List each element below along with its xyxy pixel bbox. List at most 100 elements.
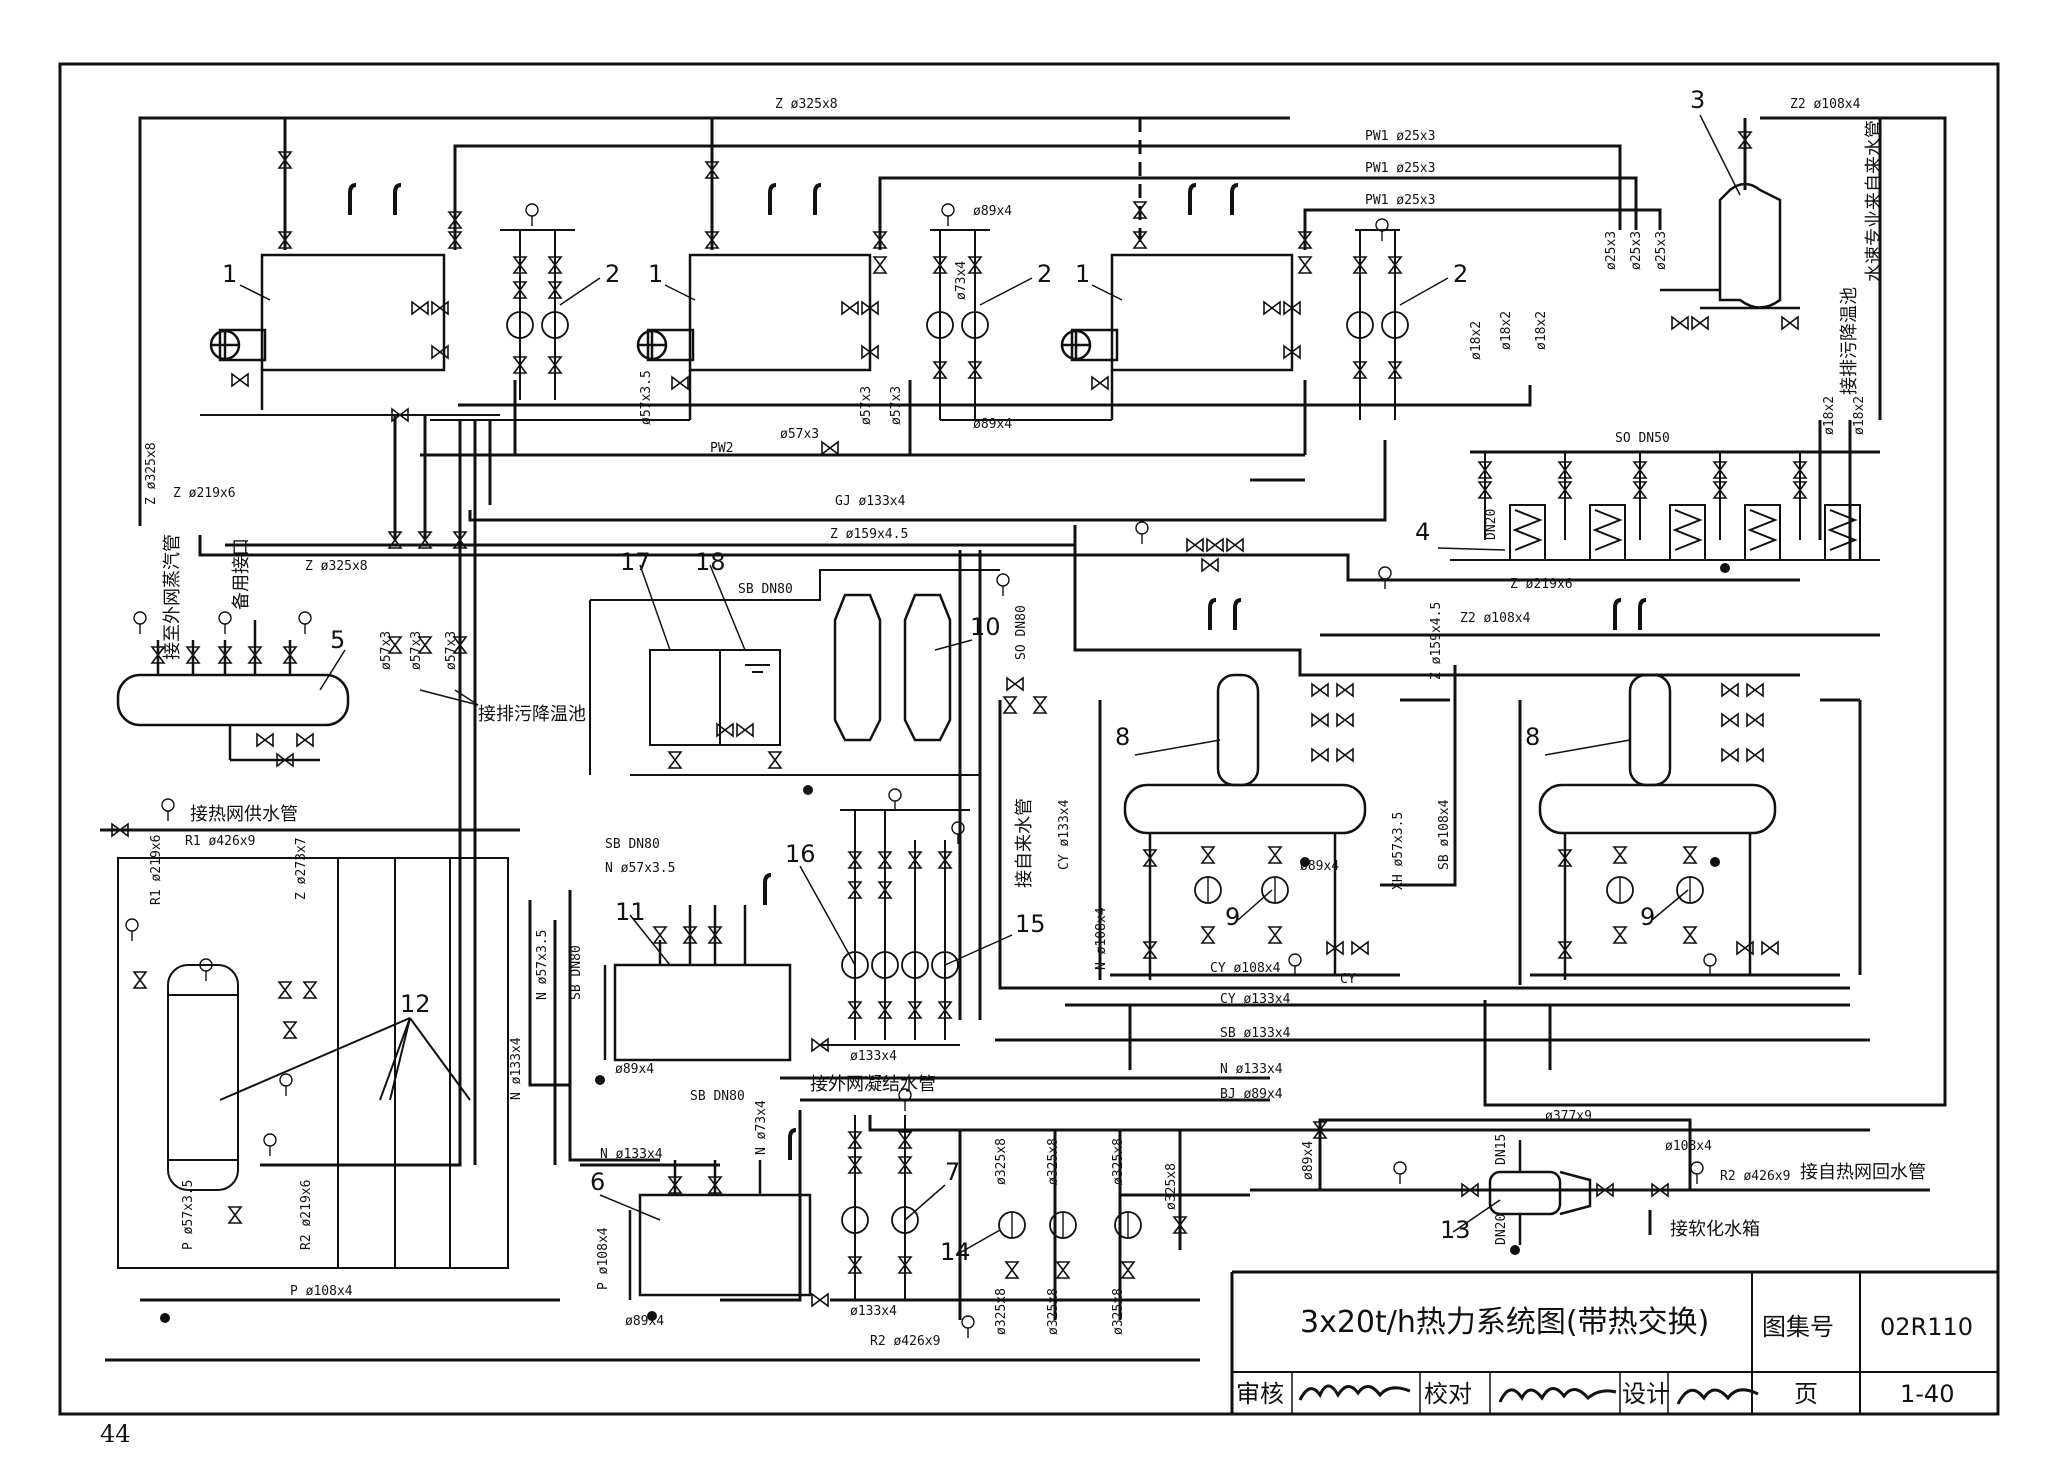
pipe-pw1-a: PW1 ø25x3 bbox=[1365, 129, 1435, 144]
equip-18: 18 bbox=[695, 548, 726, 576]
equip-3: 3 bbox=[1690, 86, 1705, 114]
pipe-pw2: PW2 bbox=[710, 441, 733, 456]
equip-15: 15 bbox=[1015, 910, 1046, 938]
pipe-d25-3: ø25x3 bbox=[1654, 231, 1669, 270]
pipe-r1-426: R1 ø426x9 bbox=[185, 834, 255, 849]
equip-1a: 1 bbox=[222, 260, 237, 288]
equip-9a: 9 bbox=[1225, 903, 1240, 931]
equip-1c: 1 bbox=[1075, 260, 1090, 288]
pipe-d325-6: ø325x8 bbox=[1046, 1288, 1061, 1335]
note-soft-tank: 接软化水箱 bbox=[1670, 1219, 1760, 1240]
feed-pumps bbox=[500, 229, 1400, 420]
pipe-r2-426-bottom: R2 ø426x9 bbox=[870, 1334, 940, 1349]
page-number: 44 bbox=[100, 1420, 131, 1448]
pipe-d377: ø377x9 bbox=[1545, 1109, 1592, 1124]
note-tap-water-right: 水速专业来自来水管 bbox=[1864, 120, 1885, 282]
water-tanks-17-18 bbox=[589, 569, 1000, 776]
pipe-d18-4: ø18x2 bbox=[1822, 396, 1837, 435]
pipe-d325-3: ø325x8 bbox=[1111, 1138, 1126, 1185]
pipe-d25-2: ø25x3 bbox=[1629, 231, 1644, 270]
pipe-cy133v: CY ø133x4 bbox=[1057, 799, 1072, 870]
review-label: 审核 bbox=[1236, 1380, 1284, 1408]
pipe-d133-b: ø133x4 bbox=[850, 1304, 897, 1319]
equip-4: 4 bbox=[1415, 518, 1430, 546]
pipe-gj133: GJ ø133x4 bbox=[835, 494, 906, 509]
pipe-d89-c: ø89x4 bbox=[973, 204, 1012, 219]
pump-group-15-16 bbox=[820, 809, 970, 1046]
equip-11: 11 bbox=[615, 898, 646, 926]
pipe-z273: Z ø273x7 bbox=[294, 837, 309, 900]
drain-points bbox=[160, 563, 1730, 1323]
pipe-d18-5: ø18x2 bbox=[1852, 396, 1867, 435]
atlas-label: 图集号 bbox=[1762, 1313, 1834, 1341]
pipe-d325-5: ø325x8 bbox=[994, 1288, 1009, 1335]
equip-2a: 2 bbox=[605, 260, 620, 288]
title-block: 3x20t/h热力系统图(带热交换) 图集号 02R110 审核 校对 设计 页… bbox=[1236, 1305, 1973, 1408]
equip-8a: 8 bbox=[1115, 723, 1130, 751]
pipe-dn20-a: DN20 bbox=[1494, 1214, 1509, 1245]
pipe-p57: P ø57x3.5 bbox=[181, 1180, 196, 1250]
filters-10 bbox=[833, 593, 952, 742]
pipe-dn20-b: DN20 bbox=[1484, 509, 1499, 540]
note-drain-pool-v: 接排污降温池 bbox=[1839, 287, 1860, 395]
check-label: 校对 bbox=[1424, 1380, 1472, 1408]
pipe-sb133: SB ø133x4 bbox=[1220, 1026, 1291, 1041]
drawing-title: 3x20t/h热力系统图(带热交换) bbox=[1300, 1305, 1709, 1340]
boiler-unit-1 bbox=[200, 253, 500, 416]
pipe-d57x3-2: ø57x3 bbox=[409, 631, 424, 670]
pipe-n133v: N ø133x4 bbox=[509, 1037, 524, 1100]
atlas-number: 02R110 bbox=[1880, 1313, 1973, 1341]
pipe-n57v: N ø57x3.5 bbox=[535, 930, 550, 1000]
pipe-z219-mid: Z ø219x6 bbox=[1510, 577, 1573, 592]
pipe-pw1-b: PW1 ø25x3 bbox=[1365, 161, 1435, 176]
design-label: 设计 bbox=[1622, 1380, 1670, 1408]
pipe-n133-low: N ø133x4 bbox=[600, 1147, 663, 1162]
pipe-n108: N ø108x4 bbox=[1094, 907, 1109, 970]
pipe-d89-f: ø89x4 bbox=[1301, 1141, 1316, 1180]
pipe-d325-1: ø325x8 bbox=[994, 1138, 1009, 1185]
pipe-z159: Z ø159x4.5 bbox=[830, 527, 908, 542]
equip-5: 5 bbox=[330, 626, 345, 654]
pipe-z325-left: Z ø325x8 bbox=[144, 442, 159, 505]
signature-reviewer bbox=[1298, 1384, 1411, 1401]
equip-14: 14 bbox=[940, 1238, 971, 1266]
pipe-d18-1: ø18x2 bbox=[1469, 321, 1484, 360]
pipe-z2-108-top: Z2 ø108x4 bbox=[1790, 97, 1861, 112]
heat-exchanger-set-a bbox=[1123, 673, 1367, 980]
pipe-cy108: CY ø108x4 bbox=[1210, 961, 1281, 976]
pipe-n73: N ø73x4 bbox=[754, 1100, 769, 1155]
pipe-d18-3: ø18x2 bbox=[1534, 311, 1549, 350]
signature-designer bbox=[1676, 1388, 1759, 1405]
page-label: 页 bbox=[1794, 1380, 1818, 1408]
equip-10: 10 bbox=[970, 613, 1001, 641]
steam-header-5 bbox=[116, 620, 350, 762]
softeners-4 bbox=[1450, 452, 1880, 561]
pipe-r2-219: R2 ø219x6 bbox=[299, 1180, 314, 1250]
water-heater-13 bbox=[1488, 1140, 1592, 1245]
pipe-dn15: DN15 bbox=[1494, 1134, 1509, 1165]
equip-9b: 9 bbox=[1640, 903, 1655, 931]
pipe-sb-dn80-low: SB DN80 bbox=[690, 1089, 745, 1104]
equip-1b: 1 bbox=[648, 260, 663, 288]
pipe-labels: Z ø325x8 Z2 ø108x4 PW1 ø25x3 PW1 ø25x3 P… bbox=[144, 97, 1867, 1349]
pipe-d133-a: ø133x4 bbox=[850, 1049, 897, 1064]
equip-2c: 2 bbox=[1453, 260, 1468, 288]
pipe-p108-left: P ø108x4 bbox=[290, 1284, 353, 1299]
tank-11 bbox=[603, 905, 792, 1062]
leader-lines bbox=[239, 114, 1741, 1256]
pipe-n57: N ø57x3.5 bbox=[605, 861, 675, 876]
pipe-d57x3-3: ø57x3 bbox=[444, 631, 459, 670]
drawing-frame bbox=[58, 62, 2000, 1416]
pipe-sb108: SB ø108x4 bbox=[1437, 799, 1452, 870]
equip-2b: 2 bbox=[1037, 260, 1052, 288]
pipe-r1-219: R1 ø219x6 bbox=[149, 835, 164, 905]
pipe-d325-4: ø325x8 bbox=[1164, 1163, 1179, 1210]
pipe-so-dn80-v: SO DN80 bbox=[1014, 605, 1029, 660]
signature-checker bbox=[1498, 1387, 1617, 1403]
pipe-z2-108-mid: Z2 ø108x4 bbox=[1460, 611, 1531, 626]
equipment-labels: 1 1 1 2 2 2 3 4 5 6 7 8 8 9 9 10 11 12 1… bbox=[222, 86, 1705, 1266]
chinese-notes: 接排污降温池 接至外网蒸汽管 备用接口 接热网供水管 接自来水管 水速专业来自来… bbox=[162, 120, 1926, 1240]
pipe-d18-2: ø18x2 bbox=[1499, 311, 1514, 350]
pipe-d57x3-4: ø57x3 bbox=[859, 386, 874, 425]
pipe-sb-dn80-top: SB DN80 bbox=[738, 582, 793, 597]
